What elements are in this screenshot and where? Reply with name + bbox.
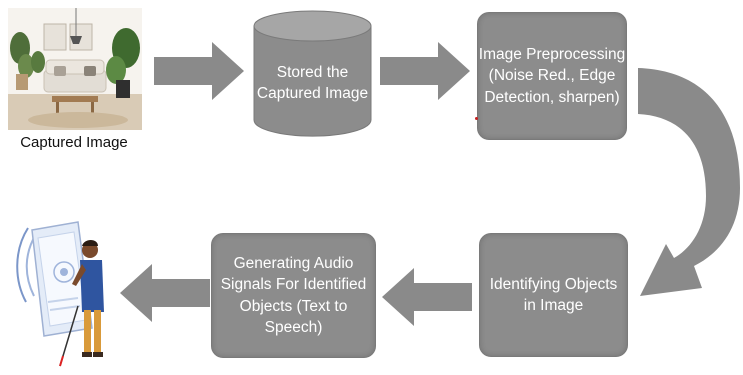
arrow-right-1 xyxy=(154,42,244,100)
captured-image-photo xyxy=(8,8,142,130)
stored-image-cylinder: Stored the Captured Image xyxy=(253,10,372,138)
audio-generation-label: Generating Audio Signals For Identified … xyxy=(220,254,367,336)
curved-arrow xyxy=(638,68,740,296)
stored-image-label: Stored the Captured Image xyxy=(256,63,369,102)
identifying-objects-box: Identifying Objects in Image xyxy=(479,233,628,357)
preprocessing-box: Image Preprocessing (Noise Red., Edge De… xyxy=(477,12,627,140)
arrow-right-2 xyxy=(380,42,470,100)
arrow-left-1 xyxy=(382,268,472,326)
audio-generation-box: Generating Audio Signals For Identified … xyxy=(211,233,376,358)
captured-image-caption: Captured Image xyxy=(20,134,128,151)
identifying-objects-label: Identifying Objects in Image xyxy=(489,275,618,314)
preprocessing-label: Image Preprocessing (Noise Red., Edge De… xyxy=(478,45,626,106)
red-dot xyxy=(475,117,478,120)
arrow-left-2 xyxy=(120,264,210,322)
visually-impaired-person-illustration xyxy=(8,210,116,370)
